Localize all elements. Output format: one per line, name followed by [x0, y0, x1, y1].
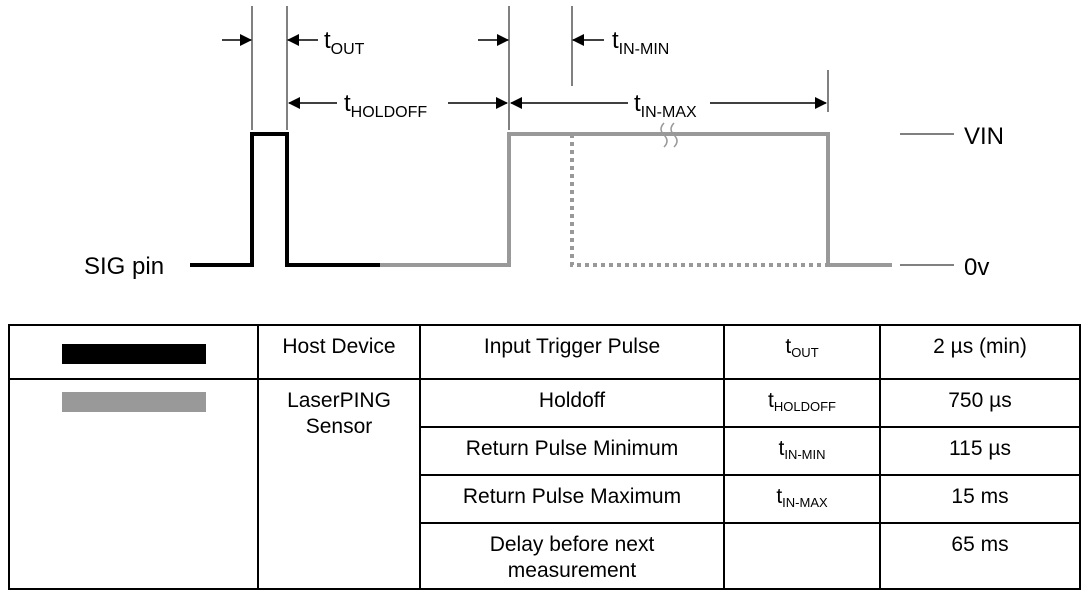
vin-label: VIN — [964, 123, 1004, 150]
table-row: Return Pulse Minimum tIN-MIN 115 µs — [9, 426, 1081, 476]
legend-sensor-cell — [8, 378, 259, 590]
table-row: LaserPING Sensor Holdoff tHOLDOFF 750 µs — [8, 378, 1081, 590]
symbol-cell: tHOLDOFF — [723, 378, 881, 428]
symbol-cell: tIN-MAX — [723, 474, 881, 524]
table-row: Delay before next measurement 65 ms — [9, 522, 1081, 590]
time-break-mark — [660, 122, 678, 148]
legend-host-cell — [8, 324, 259, 380]
device-sensor-line2: Sensor — [305, 415, 373, 438]
value-cell: 15 ms — [879, 474, 1081, 524]
device-sensor-line1: LaserPING — [287, 389, 391, 412]
description-line1: Delay before next — [489, 533, 655, 556]
symbol-cell: tOUT — [723, 324, 881, 380]
t-in-min-label: tIN-MIN — [612, 27, 669, 58]
sensor-color-swatch — [61, 392, 206, 412]
timing-guide-lines — [251, 6, 829, 130]
description-cell: Return Pulse Maximum — [419, 474, 725, 524]
symbol-cell-empty — [723, 522, 881, 590]
device-sensor: LaserPING Sensor — [257, 378, 421, 590]
value-cell: 65 ms — [879, 522, 1081, 590]
host-trigger-waveform — [190, 132, 380, 267]
value-cell: 2 µs (min) — [879, 324, 1081, 380]
description-cell: Holdoff — [419, 378, 725, 428]
description-line2: measurement — [507, 559, 637, 582]
value-cell: 115 µs — [879, 426, 1081, 476]
sensor-return-waveform — [380, 132, 892, 267]
timing-spec-table: Host Device Input Trigger Pulse tOUT 2 µ… — [8, 324, 1081, 590]
host-color-swatch — [61, 344, 206, 364]
sig-pin-label: SIG pin — [84, 253, 164, 280]
table-row: Return Pulse Maximum tIN-MAX 15 ms — [9, 474, 1081, 524]
description-cell: Return Pulse Minimum — [419, 426, 725, 476]
device-host: Host Device — [257, 324, 421, 380]
description-cell: Delay before next measurement — [419, 522, 725, 590]
t-in-max-label: tIN-MAX — [634, 90, 697, 121]
symbol-cell: tIN-MIN — [723, 426, 881, 476]
zero-v-label: 0v — [964, 254, 989, 281]
t-out-label: tOUT — [324, 27, 365, 58]
sensor-min-pulse-dashed — [570, 134, 828, 267]
description-cell: Input Trigger Pulse — [419, 324, 725, 380]
timing-diagram: tOUT tIN-MIN tHOLDOFF tIN-MAX VIN 0v SIG… — [84, 6, 1004, 281]
value-cell: 750 µs — [879, 378, 1081, 428]
t-holdoff-label: tHOLDOFF — [344, 90, 427, 121]
table-row: Host Device Input Trigger Pulse tOUT 2 µ… — [8, 324, 1081, 380]
